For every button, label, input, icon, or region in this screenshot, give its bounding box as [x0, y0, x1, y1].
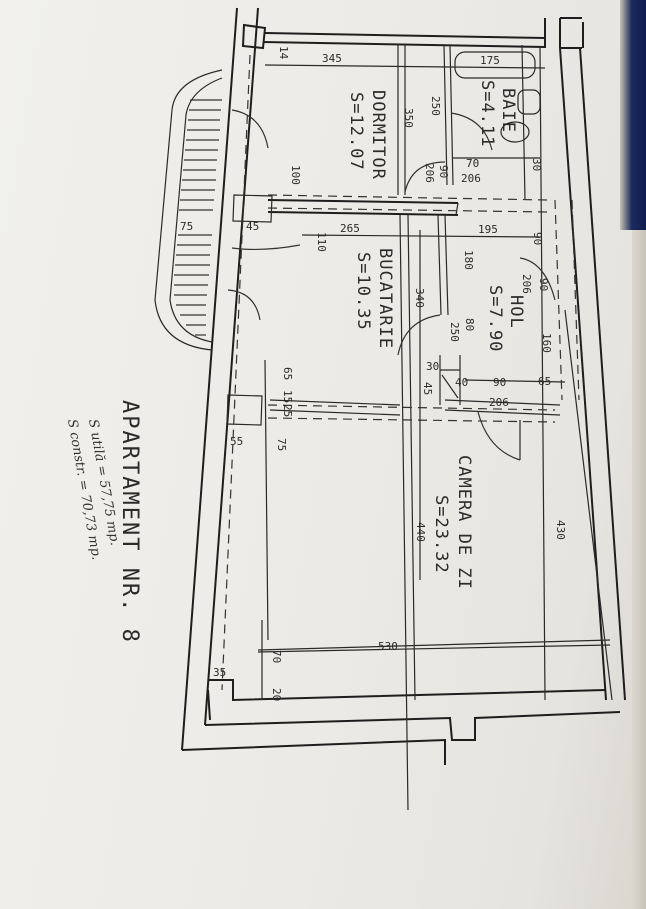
room-bucatarie-area: S=10.35 [353, 252, 373, 331]
title-block: APARTAMENT NR. 8 S utilă = 57,75 mp. S c… [64, 400, 142, 644]
dim-corner-70: 70 [270, 650, 283, 663]
dim-closet-h: 45 [421, 382, 434, 395]
dim-pillar-65: 65 [281, 367, 294, 380]
room-labels: DORMITOR S=12.07 BAIE S=4.11 BUCATARIE S… [346, 80, 526, 590]
dim-living-depth: 440 [414, 522, 427, 542]
dim-dorm-door-h: 206 [423, 163, 436, 183]
dim-hol-side: 160 [540, 333, 553, 353]
room-hol-area: S=7.90 [485, 285, 505, 352]
dim-pillar-15: 15 [281, 390, 294, 403]
room-baie-area: S=4.11 [477, 80, 497, 147]
dim-hol-door-side: 90 [531, 232, 544, 245]
dim-dormitor-depth: 350 [402, 108, 415, 128]
bathroom-fixtures [454, 51, 541, 143]
doors [227, 109, 556, 461]
dim-hol-depth: 180 [462, 250, 475, 270]
dim-living-width: 530 [378, 640, 398, 653]
dim-wall: 45 [246, 220, 259, 233]
dim-hol-door-h: 206 [520, 274, 533, 294]
dim-balcony: 75 [180, 220, 193, 233]
room-camera-de-zi-area: S=23.32 [431, 495, 451, 574]
dim-closet: 30 [426, 360, 439, 373]
inner-walls [257, 44, 613, 811]
dim-hol-door: 90 [537, 278, 550, 291]
dim-pillar-75: 75 [275, 438, 288, 451]
binder-edge [620, 0, 646, 230]
dimension-labels: 345 14 175 350 250 70 206 90 206 30 100 … [180, 46, 567, 701]
dim-pillar-25: 25 [281, 404, 294, 417]
dim-corner-20: 20 [270, 688, 283, 701]
dim-living-side: 430 [554, 520, 567, 540]
dim-bottom-c: 65 [538, 375, 551, 388]
dim-dorm-door: 90 [437, 165, 450, 178]
dim-bottom-b: 90 [493, 376, 506, 389]
room-hol-name: HOL [506, 295, 526, 329]
dim-dormitor-width: 345 [322, 52, 342, 65]
dim-corner-35: 35 [213, 666, 226, 679]
dimension-lines [257, 64, 611, 700]
room-dormitor-name: DORMITOR [368, 90, 388, 180]
dim-hol-niche: 80 [463, 318, 476, 331]
apartment-title: APARTAMENT NR. 8 [117, 400, 142, 644]
axis-lines [221, 54, 580, 691]
dim-hol-width: 195 [478, 223, 498, 236]
dim-baie-side: 30 [530, 158, 543, 171]
dim-kitchen-window: 110 [315, 232, 328, 252]
dim-bottom-total: 206 [489, 396, 509, 409]
dim-window1: 100 [289, 165, 302, 185]
dim-kitchen-door: 250 [448, 322, 461, 342]
outer-walls [181, 7, 626, 765]
dim-baie-depth: 250 [429, 96, 442, 116]
dim-top-small: 14 [277, 46, 290, 60]
dim-pillar-55: 55 [230, 435, 243, 448]
room-camera-de-zi-name: CAMERA DE ZI [454, 455, 474, 590]
dim-kitchen-width: 265 [340, 222, 360, 235]
balcony [154, 69, 273, 426]
dim-kitchen-depth: 340 [413, 288, 426, 308]
dim-baie-door: 70 [466, 157, 479, 170]
dim-baie-tub: 175 [480, 54, 500, 67]
paper-shadow [632, 230, 646, 909]
dim-baie-door-h: 206 [461, 172, 481, 185]
room-dormitor-area: S=12.07 [346, 92, 366, 171]
dim-bottom-a: 40 [455, 376, 468, 389]
room-bucatarie-name: BUCATARIE [375, 248, 395, 349]
room-baie-name: BAIE [498, 88, 518, 133]
